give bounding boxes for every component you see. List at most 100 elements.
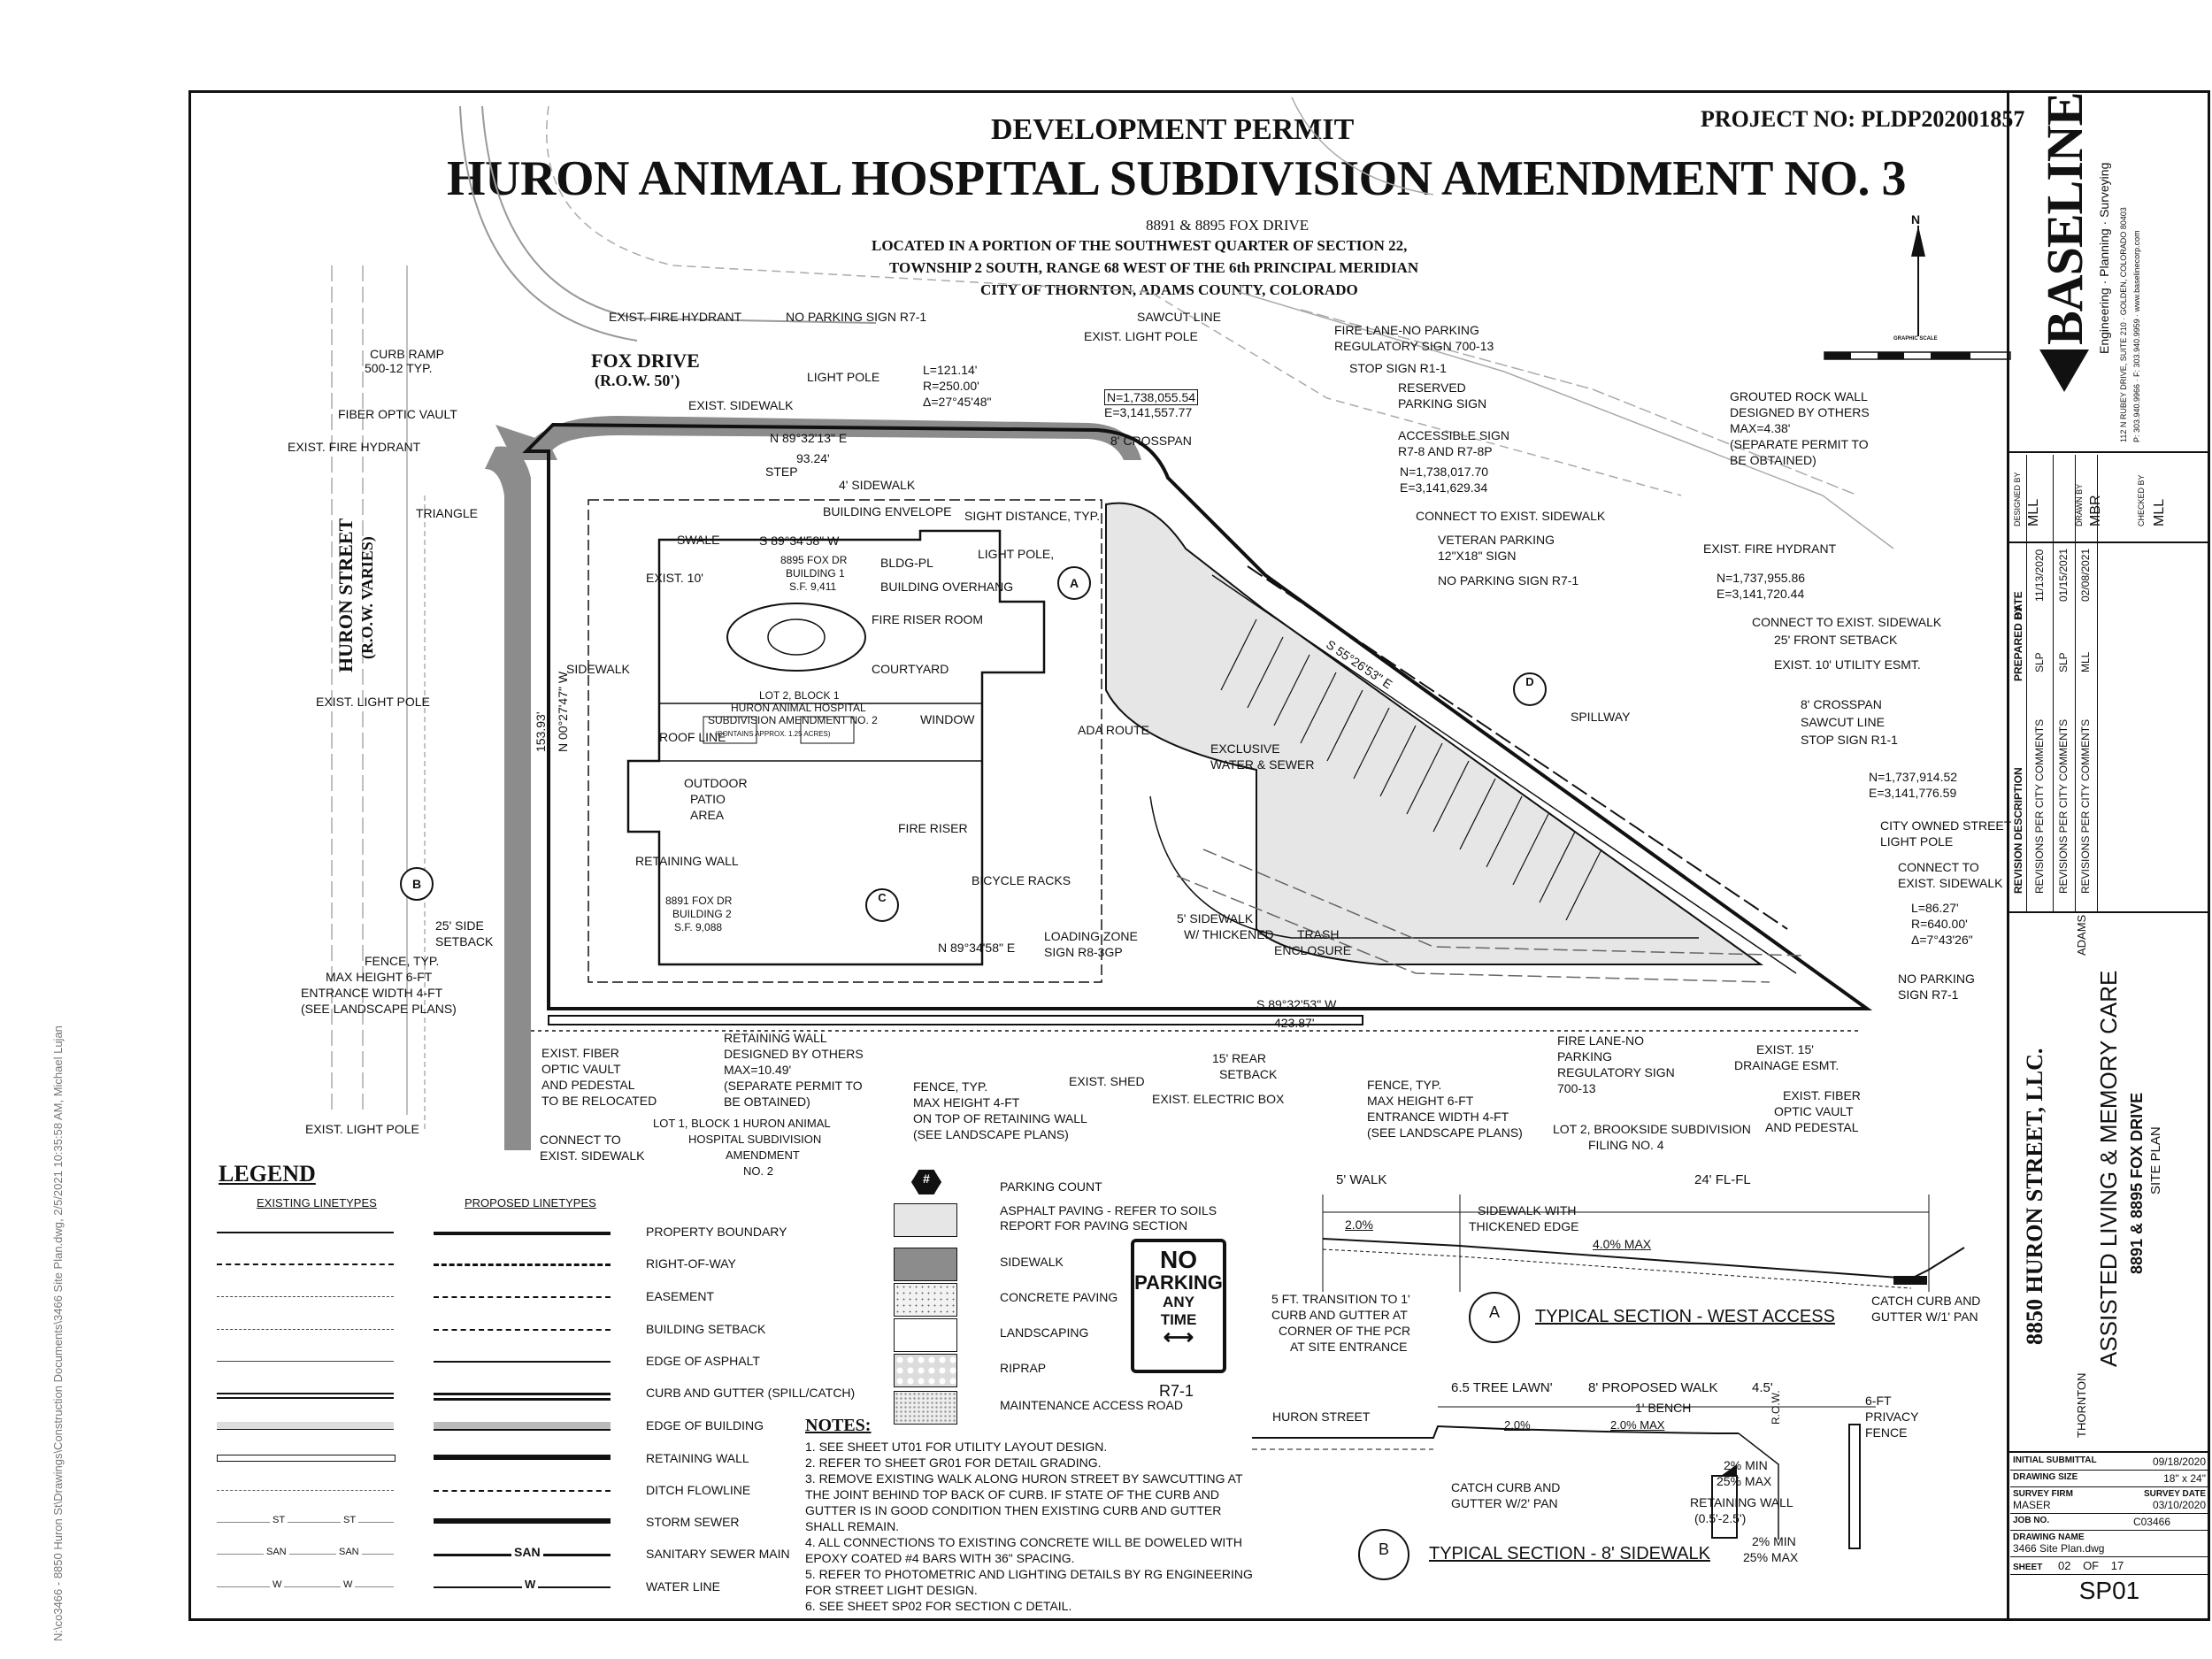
callout-fence-1: FENCE, TYP.: [1367, 1078, 1442, 1092]
section-b-fence-3: FENCE: [1865, 1425, 1908, 1440]
section-b-slope2: 2.0% MAX: [1610, 1418, 1665, 1432]
section-b-min-2b: 25% MAX: [1743, 1550, 1799, 1564]
callout-fence-1d: (SEE LANDSCAPE PLANS): [1367, 1125, 1523, 1140]
callout-rock-wall-2: DESIGNED BY OTHERS: [1730, 405, 1870, 419]
note-item: THE JOINT BEHIND TOP BACK OF CURB. IF ST…: [805, 1487, 1220, 1502]
callout-exclusive: EXCLUSIVE: [1210, 741, 1280, 756]
legend-row: RIGHT-OF-WAY: [217, 1256, 736, 1274]
callout-fire-lane-3b: PARKING: [1557, 1049, 1612, 1064]
note-item: 3. REMOVE EXISTING WALK ALONG HURON STRE…: [805, 1471, 1243, 1486]
callout-wall-others-2: DESIGNED BY OTHERS: [724, 1047, 864, 1061]
size-label: DRAWING SIZE: [2013, 1472, 2078, 1482]
legend-w-3: W: [522, 1578, 539, 1591]
bearing-west: N 00°27'47" W: [556, 671, 570, 752]
revision-2-date: 01/15/2021: [2057, 548, 2070, 602]
sign-caption: R7-1: [1159, 1382, 1194, 1400]
material-asphalt: ASPHALT PAVING - REFER TO SOILS REPORT F…: [894, 1203, 1217, 1237]
title-block-hline: [2007, 541, 2210, 543]
designed-label: DESIGNED BY: [2013, 472, 2022, 526]
drawn-value: MBR: [2088, 495, 2103, 526]
job-label: JOB NO.: [2013, 1516, 2050, 1525]
street-label-fox: FOX DRIVE: [591, 349, 700, 372]
sheet-label: SHEET: [2013, 1563, 2043, 1572]
callout-courtyard: COURTYARD: [872, 662, 949, 676]
north-label: N: [1911, 212, 1921, 227]
legend-san-3: SAN: [511, 1545, 543, 1559]
checked-value: MLL: [2152, 498, 2167, 526]
firm-label: SURVEY FIRM: [2013, 1489, 2073, 1499]
legend-col-existing: EXISTING LINETYPES: [257, 1196, 377, 1210]
revision-1-desc: REVISIONS PER CITY COMMENTS: [2033, 718, 2046, 894]
notes-title: NOTES:: [805, 1416, 872, 1435]
section-b-drawing: [1252, 1406, 1876, 1549]
curve-delta: Δ=27°45'48": [923, 395, 992, 409]
section-mark-b: B: [400, 867, 434, 901]
note-item: 2. REFER TO SHEET GR01 FOR DETAIL GRADIN…: [805, 1455, 1102, 1470]
lot-label-4: (CONTAINS APPROX. 1.25 ACRES): [715, 730, 831, 738]
callout-fiber-2b: OPTIC VAULT: [1774, 1104, 1854, 1118]
legend-row: DITCH FLOWLINE: [217, 1483, 750, 1501]
sheet-total: 17: [2110, 1559, 2124, 1572]
callout-loading-2: SIGN R8-3gP: [1044, 945, 1123, 959]
section-a-transition-2: CURB AND GUTTER AT: [1271, 1308, 1408, 1322]
project-number: PROJECT NO: PLDP202001857: [1701, 106, 2025, 132]
callout-stop-2: STOP SIGN R1-1: [1801, 733, 1898, 747]
callout-water-sewer: WATER & SEWER: [1210, 757, 1315, 772]
callout-rock-wall-5: BE OBTAINED): [1730, 453, 1816, 467]
callout-city-light-3: LIGHT POLE: [1880, 834, 1954, 849]
legend-st-1: ST: [270, 1515, 288, 1525]
callout-outdoor: OUTDOOR: [684, 776, 748, 790]
callout-fence-2c: ON TOP OF RETAINING WALL: [913, 1111, 1087, 1125]
section-b-dim: 4.5': [1752, 1380, 1773, 1395]
bearing-inner-top: S 89°34'58" W: [759, 534, 840, 548]
drawn-label: DRAWN BY: [2075, 483, 2084, 526]
curve-2-d: Δ=7°43'26": [1911, 933, 1973, 947]
location-line-3: CITY OF THORNTON, ADAMS COUNTY, COLORADO: [980, 281, 1358, 298]
callout-rock-wall-4: (SEPARATE PERMIT TO: [1730, 437, 1869, 451]
legend-col-proposed: PROPOSED LINETYPES: [465, 1196, 596, 1210]
note-item: FOR STREET LIGHT DESIGN.: [805, 1583, 978, 1597]
callout-fire-lane-3d: 700-13: [1557, 1081, 1596, 1095]
callout-light-pole: LIGHT POLE,: [978, 547, 1055, 561]
coord-2-n: N=1,738,017.70: [1400, 465, 1489, 479]
coord-1-n: N=1,738,055.54: [1104, 389, 1199, 405]
section-a-sidewalk: SIDEWALK WITH: [1478, 1203, 1577, 1217]
callout-brookside: LOT 2, BROOKSIDE SUBDIVISION: [1553, 1122, 1751, 1136]
callout-stop: STOP SIGN R1-1: [1349, 361, 1447, 375]
project-county: ADAMS: [2075, 914, 2088, 956]
section-a-transition-1: 5 FT. TRANSITION TO 1': [1271, 1292, 1410, 1306]
callout-utility-esmt-2: EXIST. 10' UTILITY ESMT.: [1774, 657, 1921, 672]
section-b-wall-1: RETAINING WALL: [1690, 1495, 1793, 1509]
curve-l: L=121.14': [923, 363, 978, 377]
callout-sight-distance: SIGHT DISTANCE, TYP.: [964, 509, 1101, 523]
section-b-min-1a: 2% MIN: [1724, 1458, 1768, 1472]
callout-wall-others-5: BE OBTAINED): [724, 1094, 810, 1109]
callout-trash: TRASH: [1297, 927, 1340, 941]
material-access-road: MAINTENANCE ACCESS ROAD: [894, 1391, 1186, 1425]
coord-3-e: E=3,141,720.44: [1717, 587, 1805, 601]
callout-reserved-4: R7-8 AND R7-8P: [1398, 444, 1493, 458]
company-logo: BASELINE: [2036, 92, 2093, 345]
callout-reserved-3: ACCESSIBLE SIGN: [1398, 428, 1510, 442]
callout-crosspan-2: 8' CROSSPAN: [1801, 697, 1882, 711]
coord-4-e: E=3,141,776.59: [1869, 786, 1957, 800]
sheet-number: 02: [2057, 1559, 2071, 1572]
callout-ada: ADA ROUTE: [1078, 723, 1149, 737]
legend-row: BUILDING SETBACK: [217, 1322, 765, 1340]
bearing-west-dist: 153.93': [534, 711, 548, 753]
callout-connect-5: CONNECT TO: [540, 1133, 621, 1147]
callout-no-parking-3: NO PARKING: [1898, 972, 1975, 986]
callout-sawcut-2: SAWCUT LINE: [1801, 715, 1885, 729]
section-b-fence-1: 6-FT: [1865, 1394, 1892, 1408]
callout-spillway: SPILLWAY: [1571, 710, 1631, 724]
callout-5-sidewalk: 5' SIDEWALK: [1177, 911, 1254, 926]
callout-fire-riser-2: FIRE RISER: [898, 821, 968, 835]
callout-bike-racks: BICYCLE RACKS: [972, 873, 1071, 887]
callout-brookside-2: FILING NO. 4: [1588, 1138, 1664, 1152]
coord-4-n: N=1,737,914.52: [1869, 770, 1958, 784]
revision-2-by: SLP: [2057, 652, 2070, 672]
street-row-fox: (R.O.W. 50'): [595, 372, 680, 389]
section-b-row: R.O.W.: [1770, 1390, 1782, 1425]
project-city: THORNTON: [2075, 1372, 2088, 1438]
callout-wall-others: RETAINING WALL: [724, 1031, 827, 1045]
